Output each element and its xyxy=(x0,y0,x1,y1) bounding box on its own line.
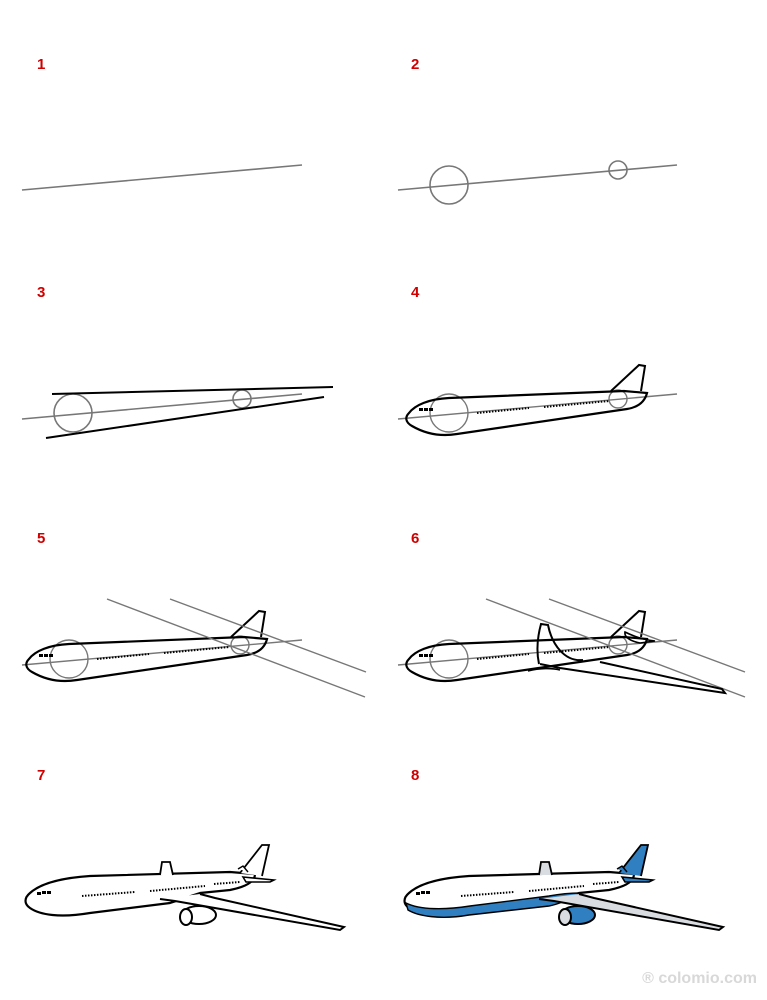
step-number-6: 6 xyxy=(411,530,420,547)
step-number-8: 8 xyxy=(411,767,420,784)
step-3-drawing xyxy=(21,386,334,439)
step-1-drawing xyxy=(21,164,303,191)
step-number-5: 5 xyxy=(37,530,46,547)
step-6-drawing xyxy=(397,598,746,698)
step-number-4: 4 xyxy=(411,284,420,301)
step-number-1: 1 xyxy=(37,56,46,73)
step-number-2: 2 xyxy=(411,56,420,73)
step-2-drawing xyxy=(397,160,678,205)
watermark: ® colomio.com xyxy=(642,970,757,987)
step-8-drawing xyxy=(403,844,726,932)
step-5-drawing xyxy=(21,598,367,698)
step-7-drawing xyxy=(24,844,347,932)
step-4-drawing xyxy=(397,363,678,437)
step-number-3: 3 xyxy=(37,284,46,301)
step-number-7: 7 xyxy=(37,767,46,784)
